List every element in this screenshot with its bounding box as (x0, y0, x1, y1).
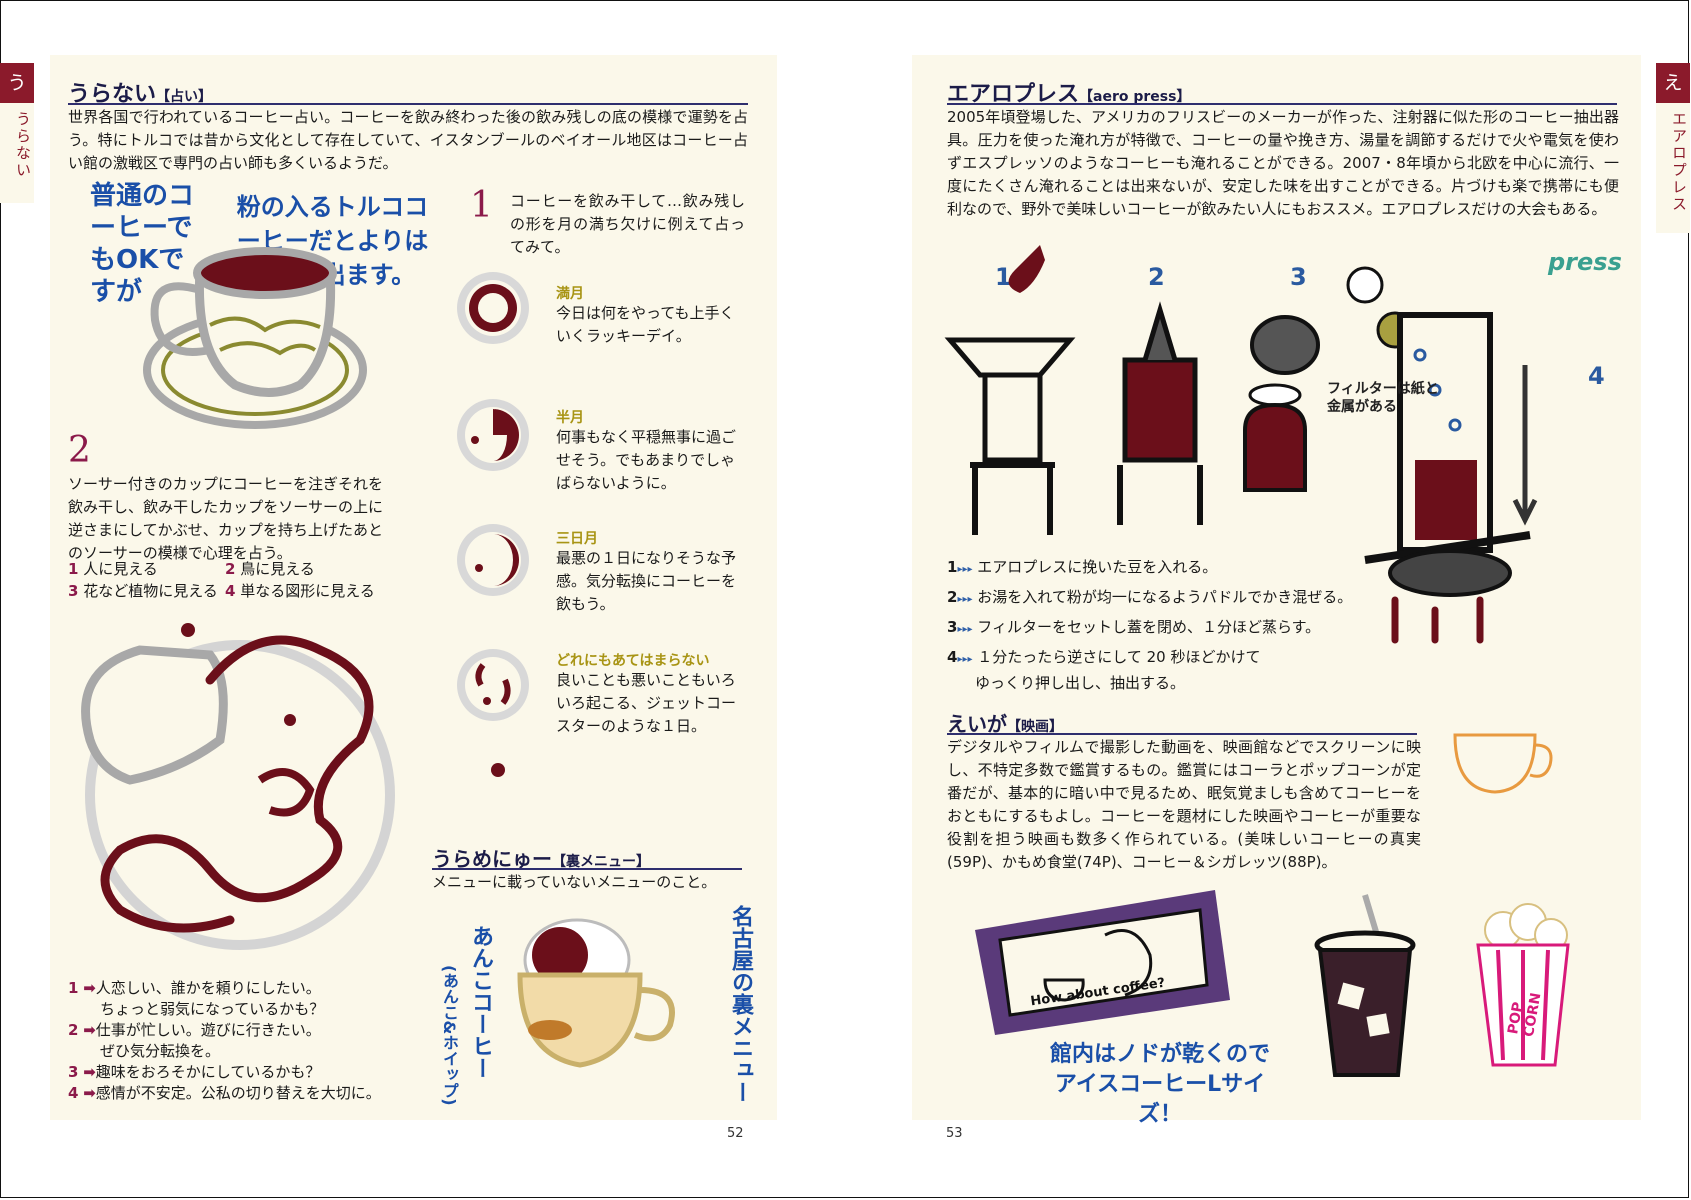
urame-title: うらめにゅー (432, 847, 552, 871)
aeropress-steps-illustration (944, 245, 1538, 644)
result-2-line2: ぜひ気分転換を。 (100, 1042, 221, 1060)
cup-saucer-illustration (143, 247, 367, 429)
method2-number: 2 (68, 430, 91, 471)
hand-anko-coffee: あんこコーヒー (468, 925, 493, 1079)
option-2: 2 鳥に見える (225, 560, 315, 578)
saucer-pattern-illustration (81, 623, 505, 950)
uranai-title: うらない (68, 82, 157, 107)
left-tab-letter: う (0, 63, 34, 103)
moon-name-full: 満月 (556, 286, 584, 302)
method2-text: ソーサー付きのカップにコーヒーを注ぎそれを飲み干し、飲み干したカップをソーサーの… (68, 475, 383, 562)
eiga-title: えいが (947, 712, 1007, 736)
aeropress-text: 2005年頃登場した、アメリカのフリスビーのメーカーが作った、注射器に似た形のコ… (947, 108, 1619, 218)
illus-step-4: 4 (1588, 362, 1605, 390)
aeropress-step-4-line2: ゆっくり押し出し、抽出する。 (975, 674, 1186, 692)
aeropress-step-1: 1▸▸▸ エアロプレスに挽いた豆を入れる。 (947, 558, 1218, 576)
eiga-heading: えいが【映画】 (947, 708, 1063, 737)
illus-step-2: 2 (1148, 263, 1165, 291)
urame-text: メニューに載っていないメニューのこと。 (432, 873, 717, 891)
popcorn-illustration (1476, 903, 1570, 1067)
option-1: 1 人に見える (68, 560, 158, 578)
result-4: 4 ➡感情が不安定。公私の切り替えを大切に。 (68, 1084, 381, 1102)
iced-coffee-illustration (1314, 894, 1416, 1077)
right-tab-letter: え (1656, 63, 1690, 103)
aeropress-tag: 【aero press】 (1079, 89, 1191, 105)
aeropress-step-4: 4▸▸▸ １分たったら逆さにして 20 秒ほどかけて (947, 648, 1261, 666)
aeropress-heading: エアロプレス【aero press】 (947, 76, 1190, 108)
method1-number: 1 (470, 185, 493, 226)
hand-filter-note: フィルターは紙と金属がある (1327, 381, 1439, 415)
moon-desc-other: 良いことも悪いこともいろいろ起こる、ジェットコースターのような１日。 (556, 671, 737, 735)
result-3: 3 ➡趣味をおろそかにしているかも？ (68, 1063, 321, 1081)
illus-step-3: 3 (1290, 263, 1307, 291)
irregular-cup-icon (457, 649, 529, 721)
crescent-moon-cup-icon (457, 524, 529, 596)
option-3: 3 花など植物に見える (68, 582, 218, 600)
uranai-rule (68, 103, 748, 105)
eiga-tag: 【映画】 (1007, 719, 1063, 735)
hand-nagoya-ura-menu: 名古屋の裏メニュー (728, 905, 753, 1103)
cinema-screen-illustration (975, 890, 1230, 1035)
hand-anko-whip: (あんこ&ホイップ) (440, 965, 459, 1106)
moon-desc-crescent: 最悪の１日になりそうな予感。気分転換にコーヒーを飲もう。 (556, 549, 737, 613)
right-index-tab[interactable]: え エアロプレス (1656, 63, 1690, 233)
uranai-intro: 世界各国で行われているコーヒー占い。コーヒーを飲み終わった後の飲み残しの底の模様… (68, 108, 748, 172)
hand-iced-coffee-note: 館内はノドが乾くのでアイスコーヒーLサイズ！ (1049, 1042, 1270, 1127)
illus-step-1: 1 (995, 263, 1012, 291)
hand-note-normal-coffee: 普通のコーヒーでもOKですが (90, 181, 195, 307)
half-moon-cup-icon (457, 399, 529, 471)
option-4: 4 単なる図形に見える (225, 582, 375, 600)
result-2: 2 ➡仕事が忙しい。遊びに行きたい。 (68, 1021, 321, 1039)
right-page-number: 53 (946, 1126, 963, 1141)
moon-name-other: どれにもあてはまらない (556, 653, 710, 669)
hand-press-label: press (1548, 248, 1622, 276)
left-page-number: 52 (727, 1126, 744, 1141)
result-1: 1 ➡人恋しい、誰かを頼りにしたい。 (68, 979, 321, 997)
urame-tag: 【裏メニュー】 (552, 854, 650, 870)
moon-desc-full: 今日は何をやっても上手くいくラッキーデイ。 (556, 304, 735, 345)
aeropress-step-2: 2▸▸▸ お湯を入れて粉が均一になるようパドルでかき混ぜる。 (947, 588, 1353, 606)
method1-text: コーヒーを飲み干して…飲み残しの形を月の満ち欠けに例えて占ってみて。 (510, 192, 745, 256)
urame-rule (432, 868, 742, 870)
aeropress-step-3: 3▸▸▸ フィルターをセットし蓋を閉め、１分ほど蒸らす。 (947, 618, 1321, 636)
left-page (50, 55, 777, 1120)
eiga-text: デジタルやフィルムで撮影した動画を、映画館などでスクリーンに映し、不特定多数で鑑… (947, 738, 1421, 871)
right-tab-label: エアロプレス (1670, 111, 1688, 213)
aeropress-title: エアロプレス (947, 82, 1080, 107)
urame-heading: うらめにゅー【裏メニュー】 (432, 843, 650, 872)
result-1-line2: ちょっと弱気になっているかも？ (100, 1000, 325, 1018)
moon-desc-half: 何事もなく平穏無事に過ごせそう。でもあまりでしゃばらないように。 (556, 428, 737, 492)
uranai-heading: うらない【占い】 (68, 76, 212, 108)
moon-name-crescent: 三日月 (556, 531, 598, 547)
aeropress-rule (947, 103, 1617, 105)
full-moon-cup-icon (457, 272, 529, 344)
moon-name-half: 半月 (556, 410, 584, 426)
anko-coffee-illustration (517, 918, 675, 1068)
left-tab-label: うらない (14, 111, 32, 179)
eiga-rule (947, 733, 1417, 735)
small-cup-illustration (1453, 733, 1553, 794)
left-index-tab[interactable]: う うらない (0, 63, 34, 203)
uranai-tag: 【占い】 (156, 89, 213, 105)
